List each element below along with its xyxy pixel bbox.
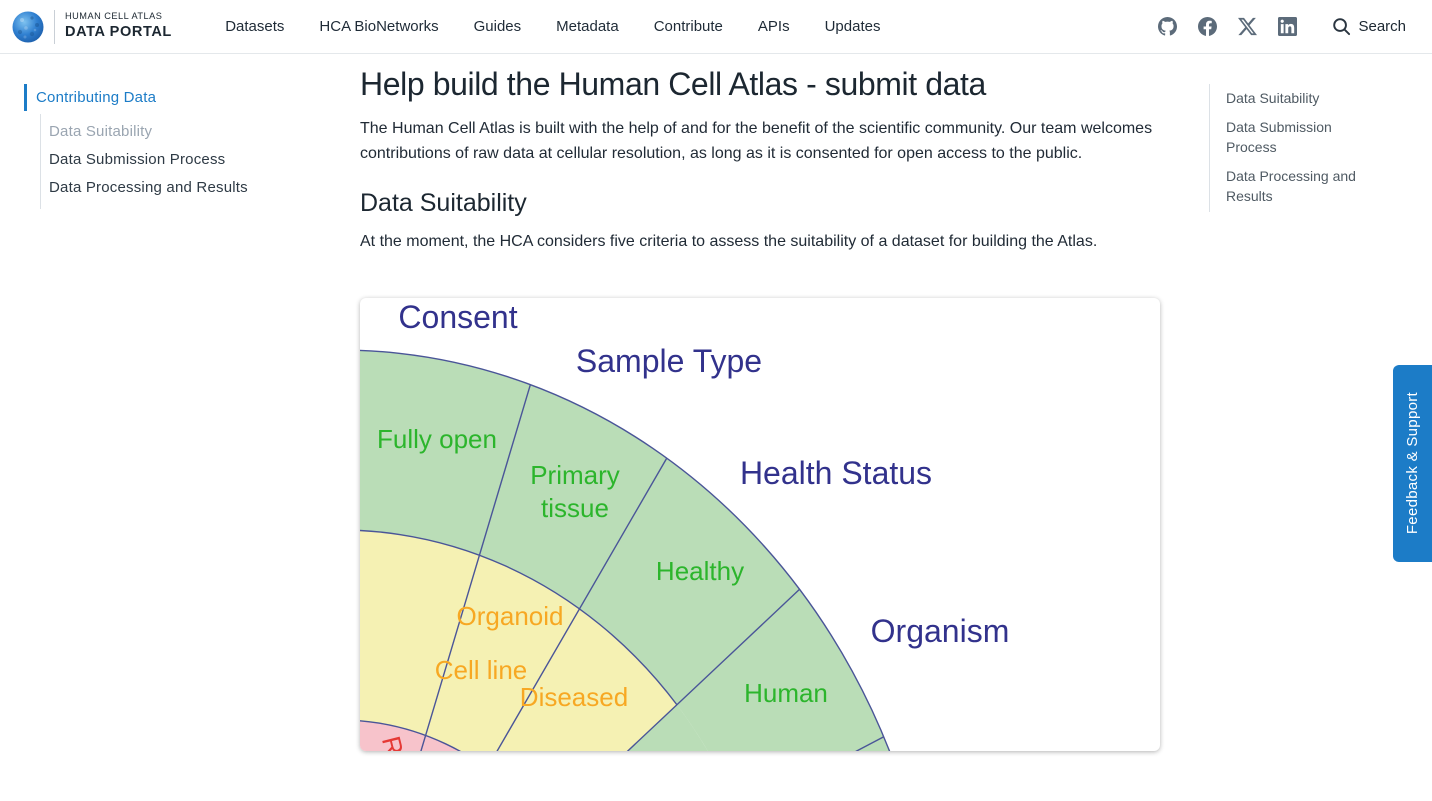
left-nav-item-data-suitability[interactable]: Data Suitability bbox=[49, 123, 153, 140]
ring-outline bbox=[360, 529, 678, 706]
category-label-health-status: Health Status bbox=[740, 455, 932, 491]
left-nav-item-contributing-data[interactable]: Contributing Data bbox=[24, 84, 324, 111]
category-label-consent: Consent bbox=[398, 299, 517, 335]
page-title: Help build the Human Cell Atlas - submit… bbox=[360, 66, 986, 102]
nav-link-apis[interactable]: APIs bbox=[757, 18, 790, 35]
category-label-sample-type: Sample Type bbox=[576, 343, 762, 379]
logo-divider bbox=[54, 9, 55, 44]
nav-link-hca-bionetworks[interactable]: HCA BioNetworks bbox=[319, 18, 439, 35]
band-suitable-green-deep bbox=[628, 705, 708, 751]
x-twitter-icon[interactable] bbox=[1238, 17, 1258, 36]
cell-label-human: Human bbox=[744, 678, 828, 708]
section-paragraph: At the moment, the HCA considers five cr… bbox=[360, 233, 1098, 250]
cell-label-organoid: Organoid bbox=[457, 601, 564, 631]
category-label-organism: Organism bbox=[871, 613, 1010, 649]
toc-item-data-submission-process[interactable]: Data Submission Process bbox=[1226, 119, 1332, 155]
band-consent-restricted-pink bbox=[360, 720, 460, 751]
ring-outline bbox=[360, 349, 891, 751]
nav-link-updates[interactable]: Updates bbox=[824, 18, 881, 35]
cell-label-healthy: Healthy bbox=[656, 556, 744, 586]
search-label: Search bbox=[1358, 18, 1406, 35]
main-nav: Datasets HCA BioNetworks Guides Metadata Con… bbox=[225, 18, 880, 35]
nav-link-contribute[interactable]: Contribute bbox=[653, 18, 723, 35]
sector-boundary-line bbox=[420, 384, 532, 751]
toc-item-data-processing-and-results[interactable]: Data Processing and Results bbox=[1226, 168, 1356, 204]
left-nav-item-data-submission-process[interactable]: Data Submission Process bbox=[49, 151, 226, 168]
cell-label-primary: Primary bbox=[530, 460, 620, 490]
top-bar: HUMAN CELL ATLAS DATA PORTAL Datasets HCA… bbox=[0, 0, 1432, 54]
left-nav-item-data-processing-and-results[interactable]: Data Processing and Results bbox=[49, 179, 248, 196]
cell-label-fully-open: Fully open bbox=[377, 424, 497, 454]
search-icon bbox=[1333, 18, 1351, 36]
main-content: Help build the Human Cell Atlas - submit… bbox=[360, 64, 1160, 751]
cell-label-cell-line: Cell line bbox=[435, 655, 528, 685]
logo-line1: HUMAN CELL ATLAS bbox=[65, 11, 163, 23]
header-actions: Search bbox=[1158, 17, 1406, 36]
cell-label-tissue: tissue bbox=[541, 493, 609, 523]
nav-link-datasets[interactable]: Datasets bbox=[225, 18, 285, 35]
intro-paragraph: The Human Cell Atlas is built with the h… bbox=[360, 120, 1153, 162]
nav-link-metadata[interactable]: Metadata bbox=[556, 18, 619, 35]
band-suitable-green-outer bbox=[360, 350, 890, 751]
logo-wordmark: HUMAN CELL ATLAS DATA PORTAL bbox=[65, 11, 172, 41]
feedback-support-button[interactable]: Feedback & Support bbox=[1393, 365, 1432, 562]
cell-label-diseased: Diseased bbox=[520, 682, 628, 712]
hca-globe-icon bbox=[12, 11, 44, 42]
toc-item-data-suitability[interactable]: Data Suitability bbox=[1226, 90, 1320, 106]
feedback-support-label: Feedback & Support bbox=[1404, 392, 1421, 535]
section-heading-data-suitability: Data Suitability bbox=[360, 189, 527, 217]
sector-boundary-line bbox=[496, 457, 668, 751]
github-icon[interactable] bbox=[1158, 17, 1178, 36]
facebook-icon[interactable] bbox=[1198, 17, 1218, 36]
hca-logo[interactable]: HUMAN CELL ATLAS DATA PORTAL bbox=[12, 9, 175, 44]
logo-line2: DATA PORTAL bbox=[65, 23, 172, 41]
nav-link-guides[interactable]: Guides bbox=[473, 18, 522, 35]
cell-label-r: R bbox=[376, 733, 410, 751]
search-button[interactable]: Search bbox=[1332, 17, 1406, 36]
band-maybe-suitable-yellow bbox=[360, 530, 678, 751]
sector-boundary-line bbox=[626, 588, 801, 751]
linkedin-icon[interactable] bbox=[1278, 17, 1298, 36]
ring-outline bbox=[360, 720, 461, 751]
